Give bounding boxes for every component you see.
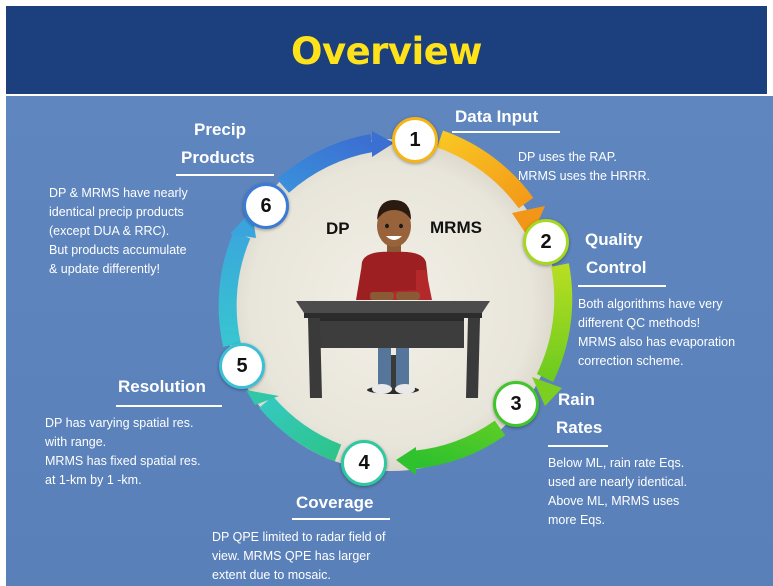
step-4-badge: 4 xyxy=(341,440,387,486)
step-2-heading-line-1: Quality xyxy=(585,230,643,249)
arrow-4-to-5 xyxy=(259,396,342,462)
arrow-head-4-5 xyxy=(246,390,279,405)
step-5-body-line-1: DP has varying spatial res. xyxy=(45,416,194,430)
step-6-body-line-1: DP & MRMS have nearly xyxy=(49,186,188,200)
step-4-underline xyxy=(292,518,390,520)
step-2-body-line-3: MRMS also has evaporation xyxy=(578,335,736,349)
step-6-body-line-3: (except DUA & RRC). xyxy=(49,224,170,238)
step-6-body-line-4: But products accumulate xyxy=(49,243,187,257)
step-3-body-line-3: Above ML, MRMS uses xyxy=(548,494,680,508)
step-6-badge: 6 xyxy=(243,183,289,229)
arrow-head-6-1 xyxy=(372,131,394,157)
step-3-heading-line-1: Rain xyxy=(558,390,595,409)
step-3-body-line-1: Below ML, rain rate Eqs. xyxy=(548,456,685,470)
step-5-body-line-2: with range. xyxy=(45,435,107,449)
step-2-badge: 2 xyxy=(523,219,569,265)
step-4-body-line-3: extent due to mosaic. xyxy=(212,568,331,582)
step-5-heading: Resolution xyxy=(118,377,206,396)
step-2-underline xyxy=(578,285,666,287)
arrow-heads xyxy=(230,131,562,475)
step-4-body-line-1: DP QPE limited to radar field of xyxy=(212,530,386,544)
step-6-underline xyxy=(176,174,274,176)
step-2-body-line-1: Both algorithms have very xyxy=(578,297,723,311)
arrow-head-2-3 xyxy=(532,377,562,406)
arrow-3-to-4 xyxy=(411,420,506,469)
step-1-body-line-2: MRMS uses the HRRR. xyxy=(518,169,650,183)
step-5-underline xyxy=(116,405,222,407)
step-4-heading: Coverage xyxy=(296,493,374,512)
step-5-badge: 5 xyxy=(219,343,265,389)
step-5-body-line-3: MRMS has fixed spatial res. xyxy=(45,454,201,468)
cycle-arrows xyxy=(218,130,573,469)
arrow-2-to-3 xyxy=(536,263,573,382)
person-at-desk-icon xyxy=(296,200,490,398)
title-bar xyxy=(6,6,767,94)
arrow-5-to-6 xyxy=(218,231,251,347)
step-6-body-line-5: & update differently! xyxy=(49,262,160,276)
slide-title: Overview xyxy=(291,30,483,73)
arrow-head-3-4 xyxy=(396,447,416,475)
step-1-body-line-1: DP uses the RAP. xyxy=(518,150,617,164)
step-3-heading-line-2: Rates xyxy=(556,418,603,437)
step-3-body-line-4: more Eqs. xyxy=(548,513,605,527)
step-3-badge: 3 xyxy=(493,381,539,427)
step-1-underline xyxy=(452,131,560,133)
arrow-6-to-1 xyxy=(277,134,374,193)
step-6-body-line-2: identical precip products xyxy=(49,205,184,219)
center-label-mrms: MRMS xyxy=(430,218,482,237)
step-3-underline xyxy=(548,445,608,447)
arrow-head-1-2 xyxy=(512,206,545,240)
step-5-body-line-4: at 1-km by 1 -km. xyxy=(45,473,142,487)
arrow-1-to-2 xyxy=(436,130,534,209)
step-6-heading-line-1: Precip xyxy=(194,120,246,139)
center-label-dp: DP xyxy=(326,219,350,238)
step-1-badge: 1 xyxy=(392,117,438,163)
step-6-heading-line-2: Products xyxy=(181,148,255,167)
step-2-body-line-2: different QC methods! xyxy=(578,316,701,330)
step-4-body-line-2: view. MRMS QPE has larger xyxy=(212,549,371,563)
step-1-heading: Data Input xyxy=(455,107,539,126)
step-2-heading-line-2: Control xyxy=(586,258,647,277)
step-2-body-line-4: correction scheme. xyxy=(578,354,684,368)
step-3-body-line-2: used are nearly identical. xyxy=(548,475,687,489)
